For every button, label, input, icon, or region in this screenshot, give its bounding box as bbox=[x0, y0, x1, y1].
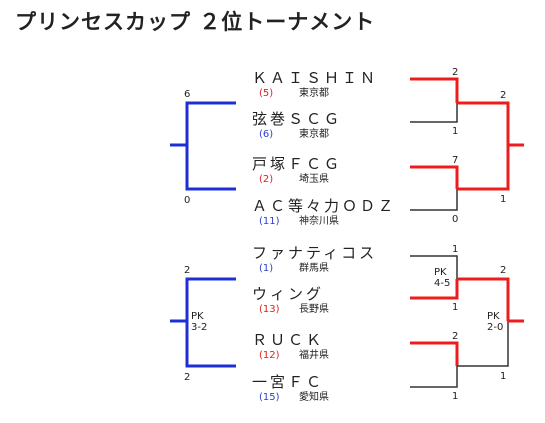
team-prefecture: 東京都 bbox=[299, 88, 329, 99]
r1-m4-lower-line bbox=[410, 366, 458, 388]
left-top-loser-line bbox=[185, 145, 236, 191]
left-bottom-winner-line bbox=[170, 277, 236, 323]
team-seed: (2) bbox=[259, 174, 274, 185]
left-top-winner-line bbox=[170, 101, 236, 147]
team-name: ＲＵＣＫ bbox=[252, 331, 325, 349]
score-label: 1 bbox=[452, 391, 459, 402]
team-entry: ウィング (13) 長野県 bbox=[252, 285, 402, 323]
team-prefecture: 愛知県 bbox=[299, 392, 329, 403]
score-label: 7 bbox=[452, 155, 459, 166]
team-meta: (11) 神奈川県 bbox=[259, 216, 339, 228]
team-meta: (2) 埼玉県 bbox=[259, 174, 329, 186]
team-prefecture: 福井県 bbox=[299, 350, 329, 361]
team-prefecture: 長野県 bbox=[299, 304, 329, 315]
team-prefecture: 埼玉県 bbox=[299, 174, 329, 185]
team-entry: 戸塚ＦＣＧ (2) 埼玉県 bbox=[252, 155, 402, 193]
score-label: 1 bbox=[452, 244, 459, 255]
r1-m4-upper-line bbox=[410, 341, 459, 366]
team-meta: (12) 福井県 bbox=[259, 350, 329, 362]
score-label: 1 bbox=[500, 371, 507, 382]
score-label: 2 bbox=[452, 67, 459, 78]
team-prefecture: 神奈川県 bbox=[299, 216, 339, 227]
r2-top-upper-line bbox=[457, 101, 510, 145]
r1-m2-lower-line bbox=[410, 189, 458, 211]
team-meta: (5) 東京都 bbox=[259, 88, 329, 100]
team-entry: ＡＣ等々力ＯＤＺ (11) 神奈川県 bbox=[252, 197, 402, 235]
team-meta: (15) 愛知県 bbox=[259, 392, 329, 404]
team-name: 一宮ＦＣ bbox=[252, 373, 325, 391]
score-label: 2 bbox=[500, 265, 507, 276]
team-meta: (6) 東京都 bbox=[259, 129, 329, 141]
r2-bottom-lower-line bbox=[457, 321, 509, 367]
r1-m2-upper-line bbox=[410, 165, 459, 189]
r1-m1-upper-line bbox=[410, 77, 459, 103]
score-label: 1 bbox=[500, 194, 507, 205]
score-label: 1 bbox=[452, 302, 459, 313]
r1-m1-lower-line bbox=[410, 103, 458, 123]
team-seed: (15) bbox=[259, 392, 280, 403]
team-name: 弦巻ＳＣＧ bbox=[252, 110, 343, 128]
team-prefecture: 東京都 bbox=[299, 129, 329, 140]
team-name: ＡＣ等々力ＯＤＺ bbox=[252, 197, 397, 215]
team-prefecture: 群馬県 bbox=[299, 263, 329, 274]
team-entry: 一宮ＦＣ (15) 愛知県 bbox=[252, 373, 402, 411]
team-meta: (13) 長野県 bbox=[259, 304, 329, 316]
score-label: 0 bbox=[184, 195, 191, 206]
team-entry: ファナティコス (1) 群馬県 bbox=[252, 244, 402, 282]
team-name: ファナティコス bbox=[252, 244, 378, 262]
score-label: 1 bbox=[452, 126, 459, 137]
team-name: ＫＡＩＳＨＩＮ bbox=[252, 69, 379, 87]
team-name: ウィング bbox=[252, 285, 325, 303]
team-seed: (11) bbox=[259, 216, 280, 227]
r2-bottom-upper-line bbox=[457, 277, 510, 321]
team-seed: (5) bbox=[259, 88, 274, 99]
left-bottom-loser-line bbox=[185, 321, 236, 368]
page-title: プリンセスカップ ２位トーナメント bbox=[15, 10, 376, 34]
team-meta: (1) 群馬県 bbox=[259, 263, 329, 275]
score-label: 2 bbox=[500, 90, 507, 101]
team-seed: (12) bbox=[259, 350, 280, 361]
team-entry: ＲＵＣＫ (12) 福井県 bbox=[252, 331, 402, 369]
score-label: 6 bbox=[184, 89, 191, 100]
team-seed: (6) bbox=[259, 129, 274, 140]
team-seed: (13) bbox=[259, 304, 280, 315]
r2-top-lower-line bbox=[457, 145, 510, 191]
r1-m3-upper-line bbox=[410, 255, 458, 279]
r1-m3-lower-line bbox=[410, 279, 459, 300]
team-name: 戸塚ＦＣＧ bbox=[252, 155, 343, 173]
score-label: 2 bbox=[184, 265, 191, 276]
team-entry: ＫＡＩＳＨＩＮ (5) 東京都 bbox=[252, 69, 402, 107]
score-label: 2 bbox=[184, 372, 191, 383]
score-label: 2 bbox=[452, 331, 459, 342]
team-seed: (1) bbox=[259, 263, 274, 274]
team-entry: 弦巻ＳＣＧ (6) 東京都 bbox=[252, 110, 402, 148]
score-label: 0 bbox=[452, 214, 459, 225]
